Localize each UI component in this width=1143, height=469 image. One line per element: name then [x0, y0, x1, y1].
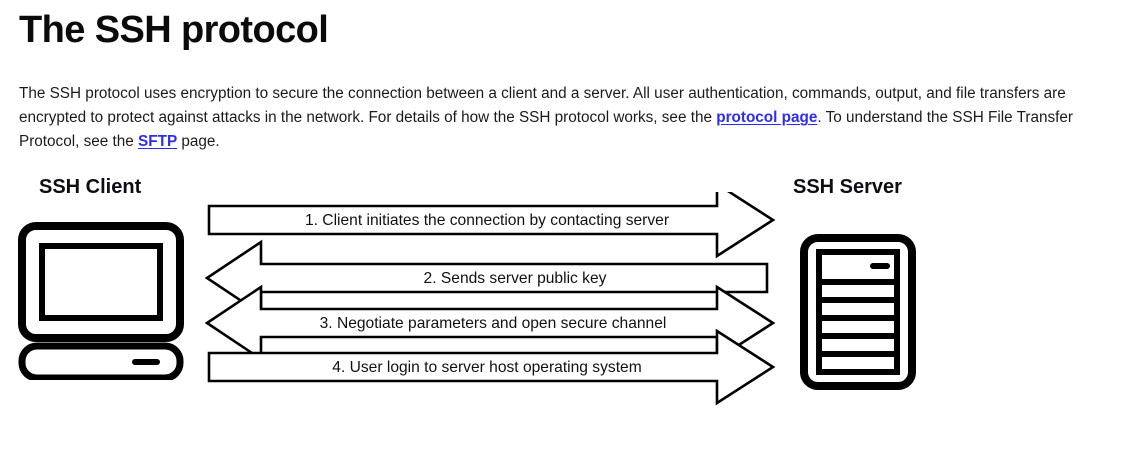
- server-indicator-slot: [870, 263, 890, 269]
- computer-base: [18, 342, 184, 380]
- monitor-screen: [39, 243, 163, 321]
- sftp-link[interactable]: SFTP: [138, 133, 178, 150]
- flow-arrow-step-3: 3. Negotiate parameters and open secure …: [205, 284, 776, 362]
- arrow-shape-left: [205, 239, 769, 317]
- flow-arrow-label-1: 1. Client initiates the connection by co…: [305, 212, 669, 229]
- flow-arrow-label-3: 3. Negotiate parameters and open secure …: [320, 315, 667, 332]
- arrow-shape-right: [207, 328, 776, 406]
- message-flow-arrows: 1. Client initiates the connection by co…: [205, 192, 776, 406]
- intro-text-part-3: page.: [177, 133, 220, 150]
- intro-paragraph: The SSH protocol uses encryption to secu…: [19, 82, 1089, 154]
- arrow-shape-right: [207, 192, 776, 259]
- protocol-page-link[interactable]: protocol page: [716, 109, 818, 126]
- client-node-label: SSH Client: [39, 176, 142, 198]
- flow-arrow-step-4: 4. User login to server host operating s…: [207, 328, 776, 406]
- flow-arrow-step-2: 2. Sends server public key: [205, 239, 769, 317]
- intro-text-part-2: . To understand the SSH File Transfer Pr…: [19, 109, 1074, 150]
- intro-text-part-1: The SSH protocol uses encryption to secu…: [19, 85, 1066, 126]
- desktop-computer-icon: [18, 222, 184, 380]
- base-indicator-slot: [132, 359, 160, 365]
- flow-arrow-label-2: 2. Sends server public key: [424, 270, 607, 287]
- flow-arrow-step-1: 1. Client initiates the connection by co…: [207, 192, 776, 259]
- flow-arrow-label-4: 4. User login to server host operating s…: [332, 359, 641, 376]
- server-node-label: SSH Server: [793, 176, 902, 198]
- ssh-protocol-diagram: SSH Client SSH Server 1. Client initiate…: [0, 172, 1000, 462]
- server-rack-icon: [800, 234, 916, 390]
- page-title: The SSH protocol: [19, 9, 329, 51]
